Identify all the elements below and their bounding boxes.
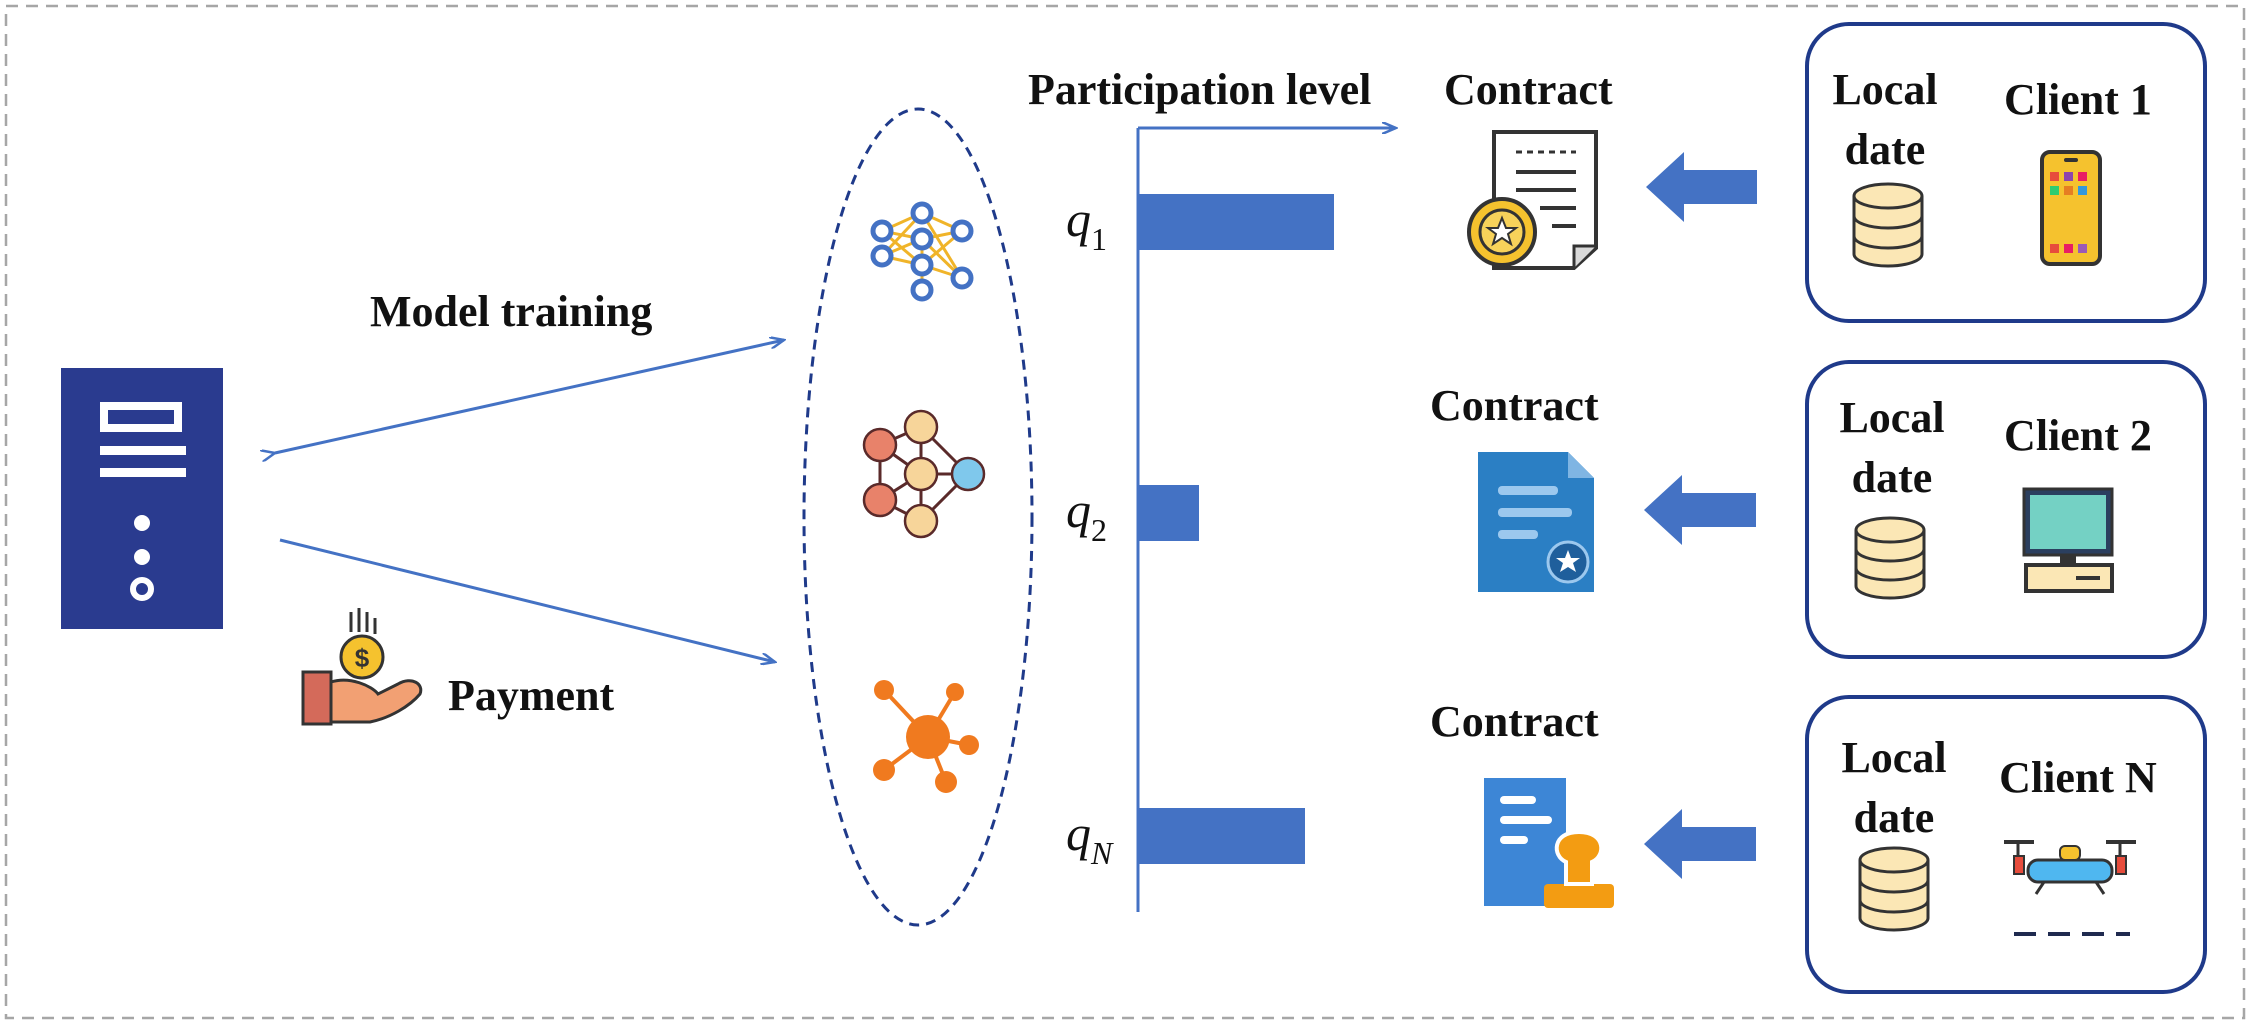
participation-level-symbol-3: qN xyxy=(1066,805,1114,871)
participation-bar-1 xyxy=(1138,194,1334,250)
client-1-database-icon xyxy=(1852,182,1924,268)
q-subscript: N xyxy=(1090,835,1114,871)
participation-level-symbol-1: q1 xyxy=(1066,191,1107,257)
client-n-name: Client N xyxy=(1999,753,2157,802)
svg-text:$: $ xyxy=(355,643,370,673)
neural-network-icon xyxy=(870,201,974,302)
client-1-contract-arrow xyxy=(1646,152,1757,222)
q-symbol: q xyxy=(1066,805,1091,861)
q-symbol: q xyxy=(1066,191,1091,247)
contract-stamp-icon xyxy=(1484,778,1614,908)
smartphone-icon xyxy=(2040,150,2102,266)
participation-bar-2 xyxy=(1138,485,1199,541)
q-subscript: 1 xyxy=(1091,221,1107,257)
hub-network-icon xyxy=(873,680,979,793)
contract-label-2: Contract xyxy=(1430,381,1599,430)
participation-level-symbol-2: q2 xyxy=(1066,482,1107,548)
outer-frame xyxy=(4,4,2246,1020)
client-1-date-label: date xyxy=(1845,125,1926,174)
model-ensemble-ellipse xyxy=(802,107,1034,927)
payment-label: Payment xyxy=(448,671,615,720)
client-1-local-label: Local xyxy=(1832,65,1937,114)
client-1-name: Client 1 xyxy=(2004,75,2152,124)
client-2-database-icon xyxy=(1854,516,1926,600)
client-2-contract-arrow xyxy=(1644,475,1756,545)
client-n-contract-arrow xyxy=(1644,809,1756,879)
q-subscript: 2 xyxy=(1091,512,1107,548)
server-icon xyxy=(61,368,223,629)
model-training-label: Model training xyxy=(370,287,652,336)
q-symbol: q xyxy=(1066,482,1091,538)
client-n-database-icon xyxy=(1858,846,1930,932)
desktop-computer-icon xyxy=(2022,487,2114,593)
client-2-date-label: date xyxy=(1852,453,1933,502)
payment-arrow xyxy=(279,538,775,662)
participation-level-label: Participation level xyxy=(1028,65,1371,114)
contract-coin-icon xyxy=(1467,130,1598,270)
participation-bars xyxy=(1138,194,1334,864)
client-n-local-label: Local xyxy=(1841,733,1946,782)
client-2-name: Client 2 xyxy=(2004,411,2152,460)
contract-label-3: Contract xyxy=(1430,697,1599,746)
contract-star-icon xyxy=(1478,452,1594,592)
client-2-local-label: Local xyxy=(1839,393,1944,442)
payment-hand-icon: $ xyxy=(301,608,423,726)
model-training-arrow xyxy=(275,340,784,453)
drone-icon xyxy=(2004,840,2136,936)
client-n-date-label: date xyxy=(1854,793,1935,842)
neuron-graph-icon xyxy=(862,409,986,539)
participation-bar-3 xyxy=(1138,808,1305,864)
contract-label-1: Contract xyxy=(1444,65,1613,114)
